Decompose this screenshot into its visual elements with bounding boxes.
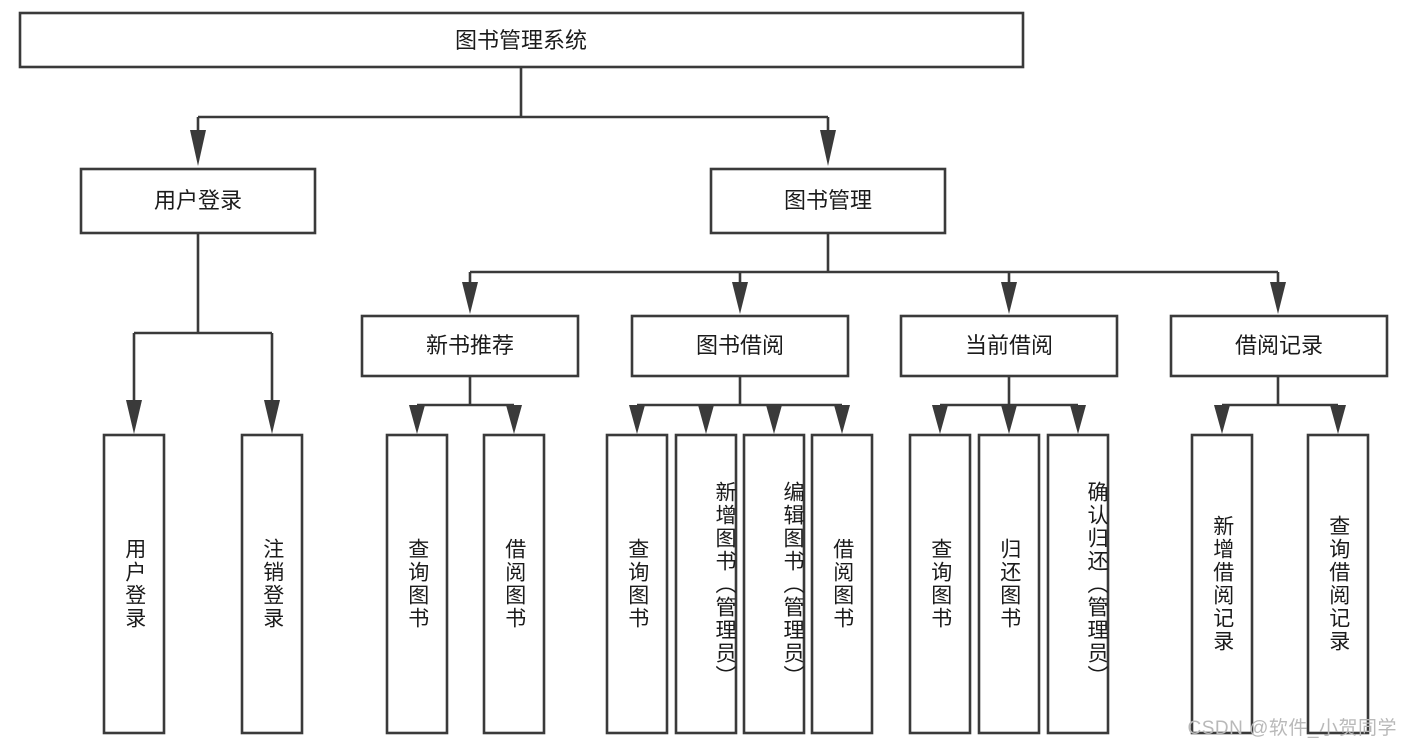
leaf-box-add-book-admin[interactable] xyxy=(674,433,738,735)
connector-current-borrow-to-leaves xyxy=(932,376,1086,434)
leaf-box-borrow-book-2[interactable] xyxy=(810,433,874,735)
leaf-box-logout[interactable] xyxy=(240,433,304,735)
node-book-management-label: 图书管理 xyxy=(784,188,872,213)
node-borrow-record-label: 借阅记录 xyxy=(1235,333,1323,358)
connector-borrow-record-to-leaves xyxy=(1214,376,1346,434)
node-book-management[interactable]: 图书管理 xyxy=(709,167,947,235)
leaf-boxes-borrow-record xyxy=(1190,433,1370,735)
leaf-boxes-new-book xyxy=(385,433,546,735)
leaf-boxes-user-login xyxy=(102,433,304,735)
node-root[interactable]: 图书管理系统 xyxy=(18,11,1025,69)
node-user-login-label: 用户登录 xyxy=(154,188,242,213)
node-borrow-record[interactable]: 借阅记录 xyxy=(1169,314,1389,378)
leaf-box-add-borrow-record[interactable] xyxy=(1190,433,1254,735)
leaf-box-user-login[interactable] xyxy=(102,433,166,735)
node-user-login[interactable]: 用户登录 xyxy=(79,167,317,235)
connector-user-login-to-leaves xyxy=(126,233,280,434)
leaf-box-query-book-3[interactable] xyxy=(908,433,972,735)
leaf-box-return-book[interactable] xyxy=(977,433,1041,735)
leaf-box-confirm-return-admin[interactable] xyxy=(1046,433,1110,735)
leaf-box-query-book-2[interactable] xyxy=(605,433,669,735)
leaf-box-query-borrow-record[interactable] xyxy=(1306,433,1370,735)
connector-book-mgmt-to-level3 xyxy=(462,233,1286,314)
node-current-borrow-label: 当前借阅 xyxy=(965,333,1053,358)
leaf-box-edit-book-admin[interactable] xyxy=(742,433,806,735)
csdn-watermark: CSDN @软件_小贺同学 xyxy=(1187,718,1397,739)
leaf-box-query-book-1[interactable] xyxy=(385,433,449,735)
connector-book-borrow-to-leaves xyxy=(629,376,850,434)
node-new-book-recommend-label: 新书推荐 xyxy=(426,333,514,358)
node-book-borrow-label: 图书借阅 xyxy=(696,333,784,358)
connector-root-to-level2 xyxy=(190,67,836,166)
connector-new-book-to-leaves xyxy=(409,376,522,434)
leaf-box-borrow-book-1[interactable] xyxy=(482,433,546,735)
leaf-boxes-book-borrow xyxy=(605,433,874,735)
leaf-boxes-current-borrow xyxy=(908,433,1110,735)
node-book-borrow[interactable]: 图书借阅 xyxy=(630,314,850,378)
node-new-book-recommend[interactable]: 新书推荐 xyxy=(360,314,580,378)
node-root-label: 图书管理系统 xyxy=(455,28,587,53)
node-current-borrow[interactable]: 当前借阅 xyxy=(899,314,1119,378)
